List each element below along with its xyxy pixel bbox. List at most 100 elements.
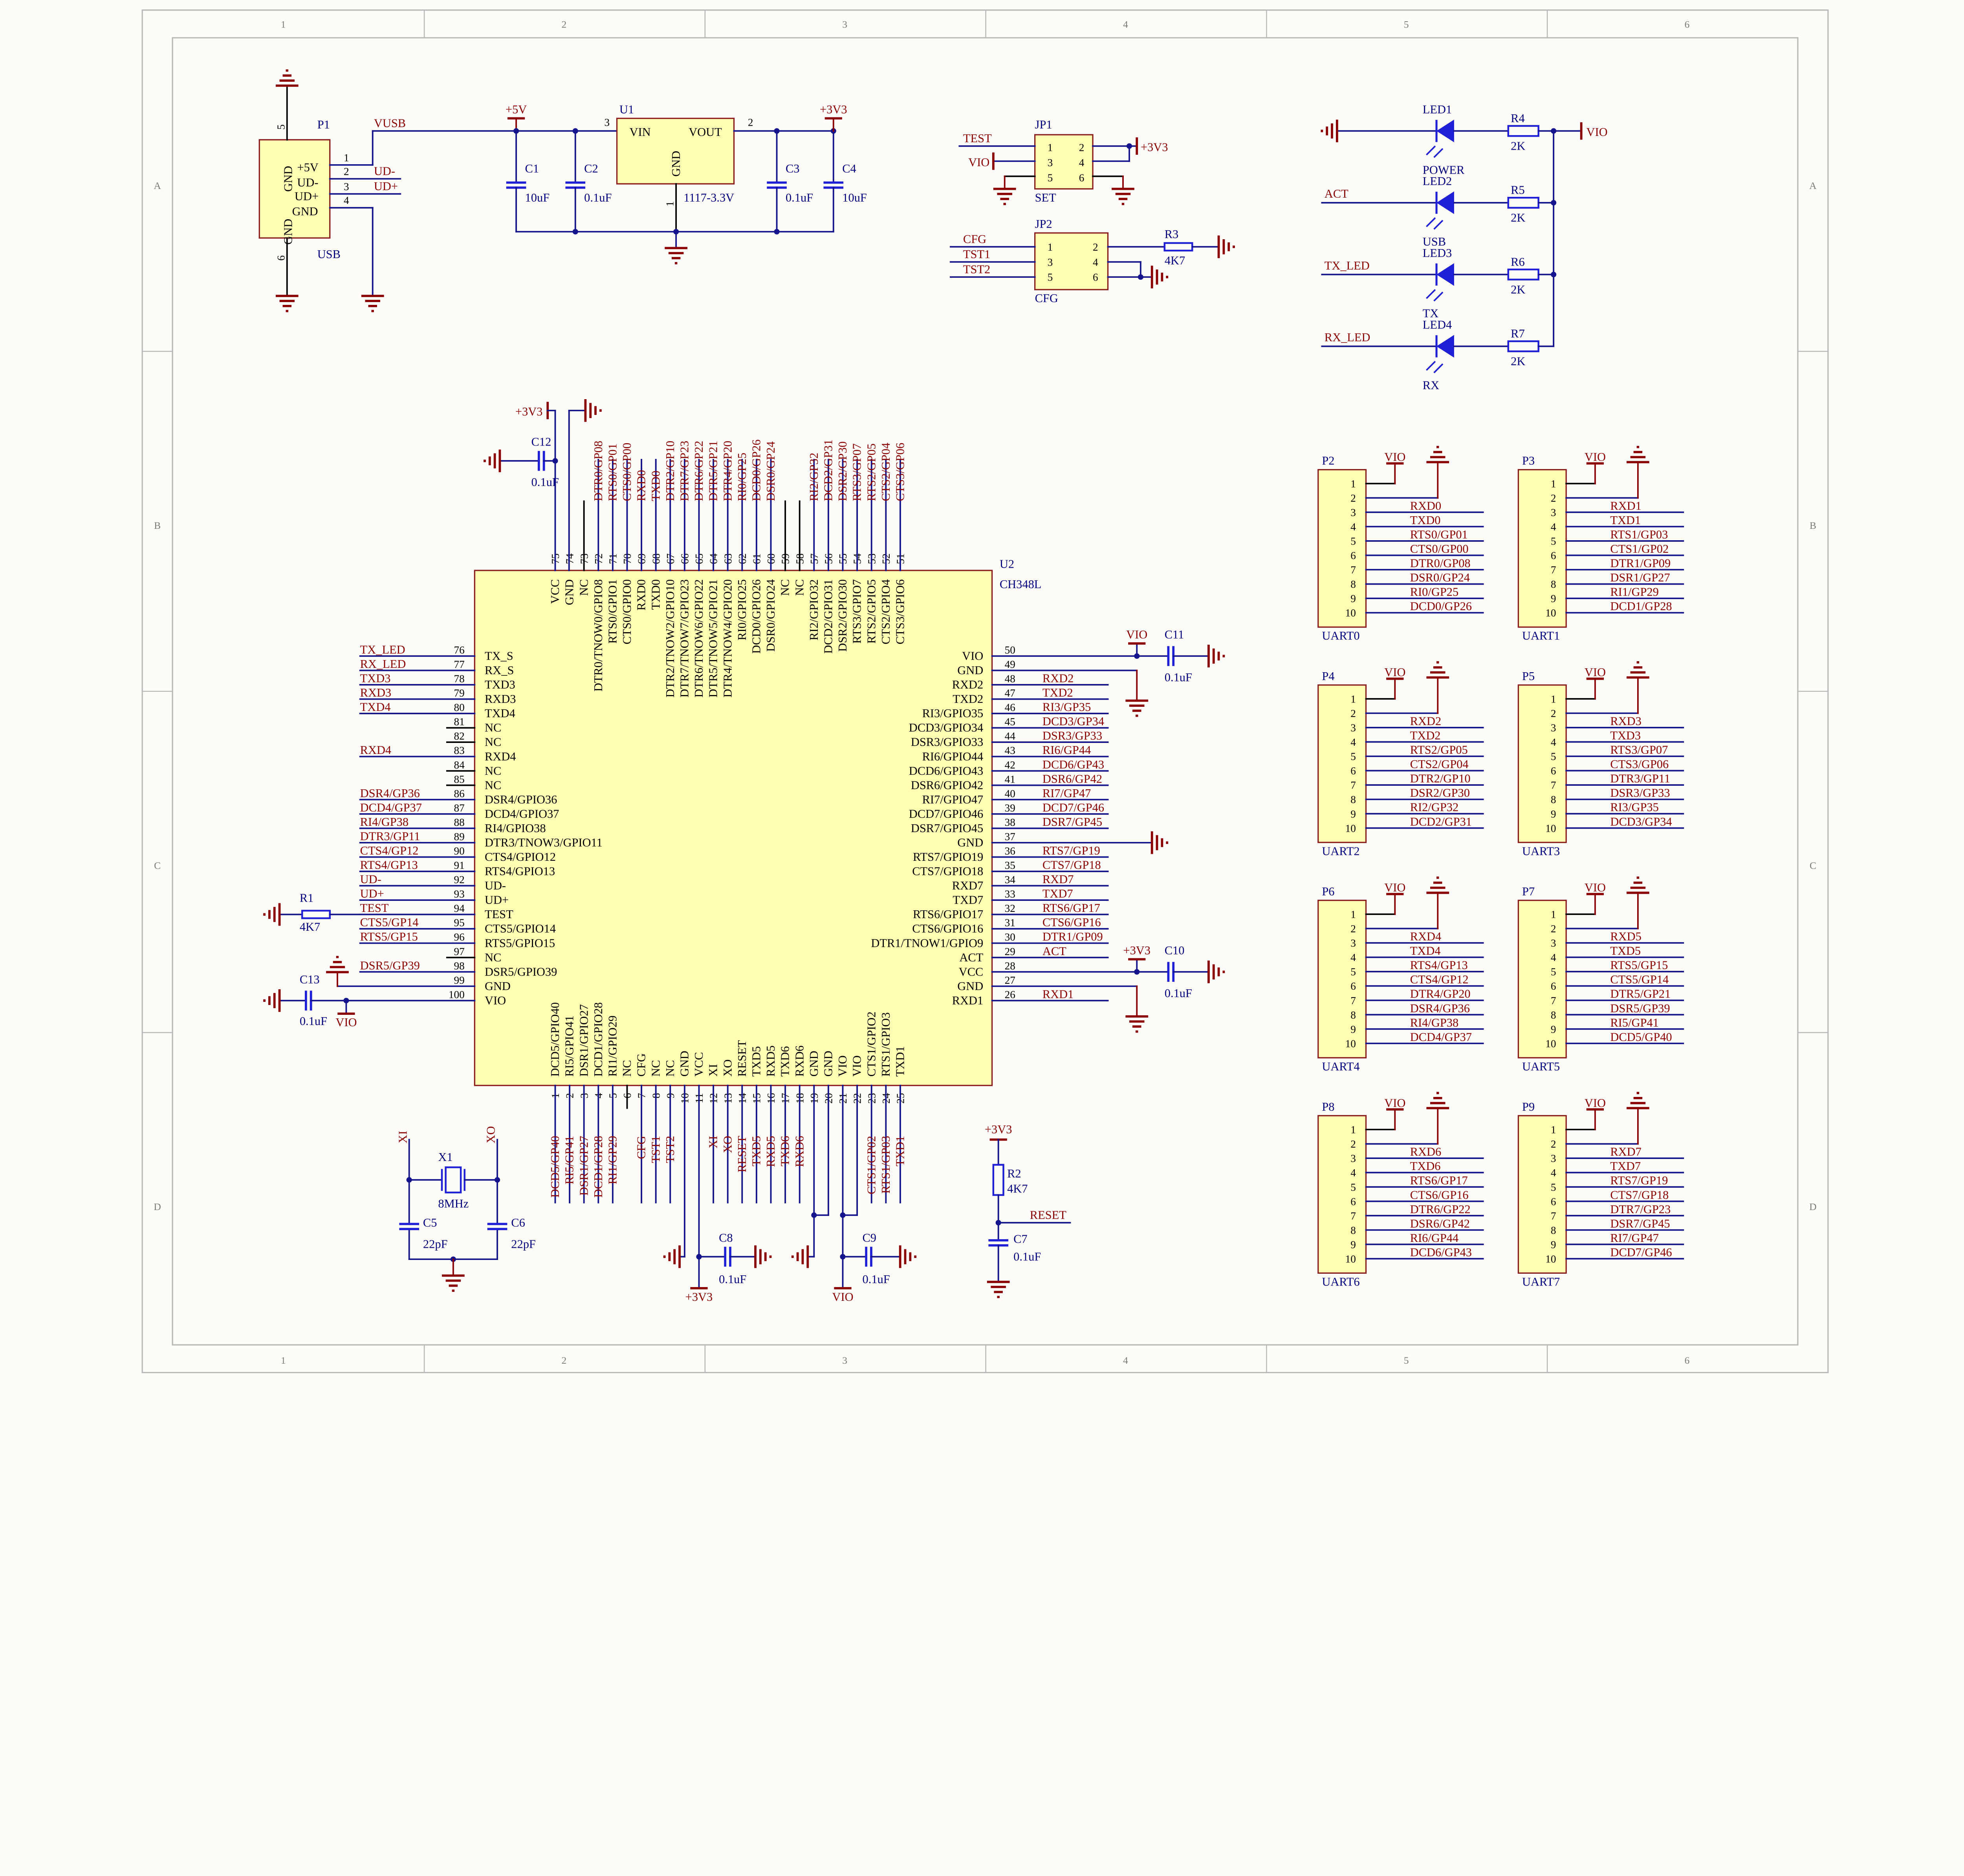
net-label: RI4/GP38 <box>360 815 409 829</box>
net-label: RTS1/GP03 <box>1610 528 1668 541</box>
pin-name: DSR5/GPIO39 <box>485 965 557 978</box>
ground-icon <box>1627 661 1649 679</box>
net-label: RXD0 <box>1410 499 1441 512</box>
connector-body <box>1517 684 1567 843</box>
ch348l-u2: U2CH348L75VCC74GND73NC72DTR0/TNOW0/GPIO8… <box>263 399 1225 1304</box>
row-label: A <box>1809 180 1817 191</box>
component-comment: CH348L <box>1000 578 1042 591</box>
pin-name: CTS2/GPIO4 <box>879 579 892 644</box>
pin-number: 9 <box>1551 1239 1556 1251</box>
pin-number: 34 <box>1005 874 1016 886</box>
power-port-label: +3V3 <box>985 1123 1012 1136</box>
resistor-icon <box>1163 242 1193 252</box>
pin-name: RXD1 <box>952 994 983 1007</box>
pin-name: RTS2/GPIO5 <box>865 579 878 644</box>
pin-number: 7 <box>1551 779 1556 791</box>
pin-number: 76 <box>454 644 464 656</box>
designator: P3 <box>1522 454 1535 468</box>
pin-number: 7 <box>1350 779 1356 791</box>
net-label: DTR6/GP22 <box>1410 1203 1471 1216</box>
net-label: RI7/GP47 <box>1042 787 1091 800</box>
net-label: TXD4 <box>360 701 391 714</box>
component-value: 2K <box>1511 354 1525 368</box>
ground-icon <box>1112 187 1134 205</box>
pin-number: 27 <box>1005 974 1015 986</box>
pin-number: 3 <box>1350 722 1356 734</box>
net-label: RXD2 <box>1410 715 1441 728</box>
net-label: DCD0/GP26 <box>1410 600 1472 613</box>
net-label: RI2/GP32 <box>1410 801 1458 814</box>
designator: U1 <box>619 103 634 116</box>
pin-name: DSR0/GPIO24 <box>764 579 777 651</box>
pin-name: XI <box>707 1064 720 1076</box>
pin-number: 10 <box>1545 607 1556 619</box>
component-value: 0.1uF <box>719 1273 746 1286</box>
pin-name: TXD6 <box>779 1046 792 1077</box>
pin-name: VCC <box>692 1052 705 1077</box>
component-value: 0.1uF <box>300 1014 327 1028</box>
pin-name: GND <box>563 579 576 605</box>
designator: U2 <box>1000 557 1014 571</box>
pin-name: DTR3/TNOW3/GPIO11 <box>485 836 603 849</box>
junction-dot <box>494 1177 500 1183</box>
pin-number: 9 <box>1551 1023 1556 1035</box>
pin-number: 3 <box>1350 1153 1356 1164</box>
pin-number: 1 <box>1048 142 1053 154</box>
net-label: DCD5/GP40 <box>548 1136 562 1197</box>
net-label: DSR2/GP30 <box>836 441 849 501</box>
net-label: RI6/GP44 <box>1042 743 1091 757</box>
pin-number: 6 <box>1350 550 1356 561</box>
net-label: RTS7/GP19 <box>1042 844 1100 857</box>
pin-name: NC <box>779 579 792 596</box>
net-label: RTS5/GP15 <box>360 930 418 943</box>
pin-name: RXD5 <box>764 1045 777 1076</box>
connector-body <box>1317 1115 1367 1274</box>
pin-number: 43 <box>1005 745 1015 756</box>
power-port-label: VIO <box>1585 450 1606 464</box>
net-label: DSR6/GP42 <box>1042 772 1102 785</box>
pin-number: 41 <box>1005 773 1015 785</box>
pin-name: VCC <box>548 579 562 604</box>
net-label: RTS5/GP15 <box>1610 959 1668 972</box>
designator: R4 <box>1511 112 1525 125</box>
net-label: RI3/GP35 <box>1610 801 1658 814</box>
designator: P5 <box>1522 669 1535 683</box>
pin-number: 48 <box>1005 673 1015 685</box>
net-label: DSR1/GP27 <box>1610 571 1670 584</box>
designator: C8 <box>719 1231 733 1244</box>
designator: C12 <box>531 435 551 449</box>
pin-name: DSR4/GPIO36 <box>485 793 557 806</box>
pin-number: 2 <box>748 117 753 128</box>
pin-number: 3 <box>1350 506 1356 518</box>
designator: R3 <box>1165 227 1179 241</box>
net-label: RXD6 <box>793 1136 806 1167</box>
net-label: RTS6/GP17 <box>1410 1174 1468 1187</box>
row-label: D <box>1809 1201 1817 1212</box>
designator: C6 <box>511 1216 525 1229</box>
uart-connector-p7: P7UART51VIO23RXD54TXD55RTS5/GP156CTS5/GP… <box>1517 877 1684 1073</box>
net-label: DTR4/GP20 <box>721 441 734 501</box>
pin-name: CTS0/GPIO0 <box>620 579 634 644</box>
net-label: CTS4/GP12 <box>360 844 419 857</box>
pin-number: 92 <box>454 874 464 886</box>
resistor-icon <box>1507 340 1539 352</box>
connector-body <box>1517 1115 1567 1274</box>
pin-number: 9 <box>1350 1239 1356 1251</box>
ground-icon <box>361 295 384 312</box>
power-port-label: +5V <box>506 103 527 116</box>
pin-name: DTR1/TNOW1/GPIO9 <box>871 936 983 950</box>
net-label: DTR7/GP23 <box>678 441 691 501</box>
pin-number: 7 <box>1350 564 1356 576</box>
pin-number: 6 <box>1551 980 1556 992</box>
pin-name: CFG <box>635 1053 648 1076</box>
designator: R5 <box>1511 183 1525 197</box>
pin-name: VIO <box>836 1055 849 1076</box>
pin-name: DSR7/GPIO45 <box>911 822 983 835</box>
designator: C1 <box>525 162 539 175</box>
power-port-label: VIO <box>1585 666 1606 679</box>
net-label: RX_LED <box>360 657 406 671</box>
component-value: 0.1uF <box>531 475 559 489</box>
net-label: DSR6/GP42 <box>1410 1217 1470 1230</box>
